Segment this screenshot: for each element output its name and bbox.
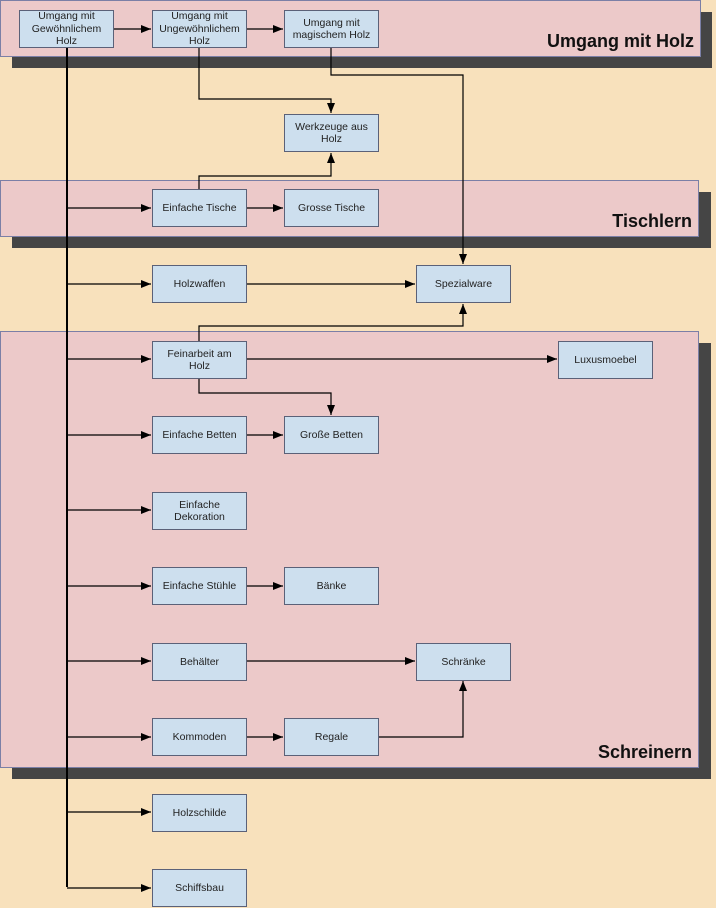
node-einfache-dekoration[interactable]: Einfache Dekoration xyxy=(152,492,247,530)
group-title: Tischlern xyxy=(612,211,692,231)
group-schreinern: Schreinern xyxy=(0,331,699,768)
node-luxusmoebel[interactable]: Luxusmoebel xyxy=(558,341,653,379)
group-title: Schreinern xyxy=(597,742,692,762)
node-grosse-tische[interactable]: Grosse Tische xyxy=(284,189,379,227)
node-holzschilde[interactable]: Holzschilde xyxy=(152,794,247,832)
node-holzwaffen[interactable]: Holzwaffen xyxy=(152,265,247,303)
connector-feinarbeit-spezialware xyxy=(198,304,467,341)
node-spezialware[interactable]: Spezialware xyxy=(416,265,511,303)
node-schraenke[interactable]: Schränke xyxy=(416,643,511,681)
node-einfache-tische[interactable]: Einfache Tische xyxy=(152,189,247,227)
group-title: Umgang mit Holz xyxy=(547,31,694,51)
node-behaelter[interactable]: Behälter xyxy=(152,643,247,681)
connector-regale-schraenke xyxy=(379,681,467,738)
node-einfache-stuehle[interactable]: Einfache Stühle xyxy=(152,567,247,605)
node-kommoden[interactable]: Kommoden xyxy=(152,718,247,756)
connector-feinarbeit-grosse-betten xyxy=(198,378,335,415)
node-grosse-betten[interactable]: Große Betten xyxy=(284,416,379,454)
node-baenke[interactable]: Bänke xyxy=(284,567,379,605)
node-umgang-gewoehnliches-holz[interactable]: Umgang mit Gewöhnlichem Holz xyxy=(19,10,114,48)
node-umgang-magisches-holz[interactable]: Umgang mit magischem Holz xyxy=(284,10,379,48)
node-einfache-betten[interactable]: Einfache Betten xyxy=(152,416,247,454)
connector-ungewoehnlich-werkzeuge xyxy=(198,48,335,113)
node-umgang-ungewoehnliches-holz[interactable]: Umgang mit Ungewöhnlichem Holz xyxy=(152,10,247,48)
connector-einfache-tische-werkzeuge xyxy=(198,153,335,189)
node-werkzeuge-aus-holz[interactable]: Werkzeuge aus Holz xyxy=(284,114,379,152)
node-schiffsbau[interactable]: Schiffsbau xyxy=(152,869,247,907)
node-feinarbeit-am-holz[interactable]: Feinarbeit am Holz xyxy=(152,341,247,379)
connector-magisch-spezialware xyxy=(330,48,467,264)
node-regale[interactable]: Regale xyxy=(284,718,379,756)
